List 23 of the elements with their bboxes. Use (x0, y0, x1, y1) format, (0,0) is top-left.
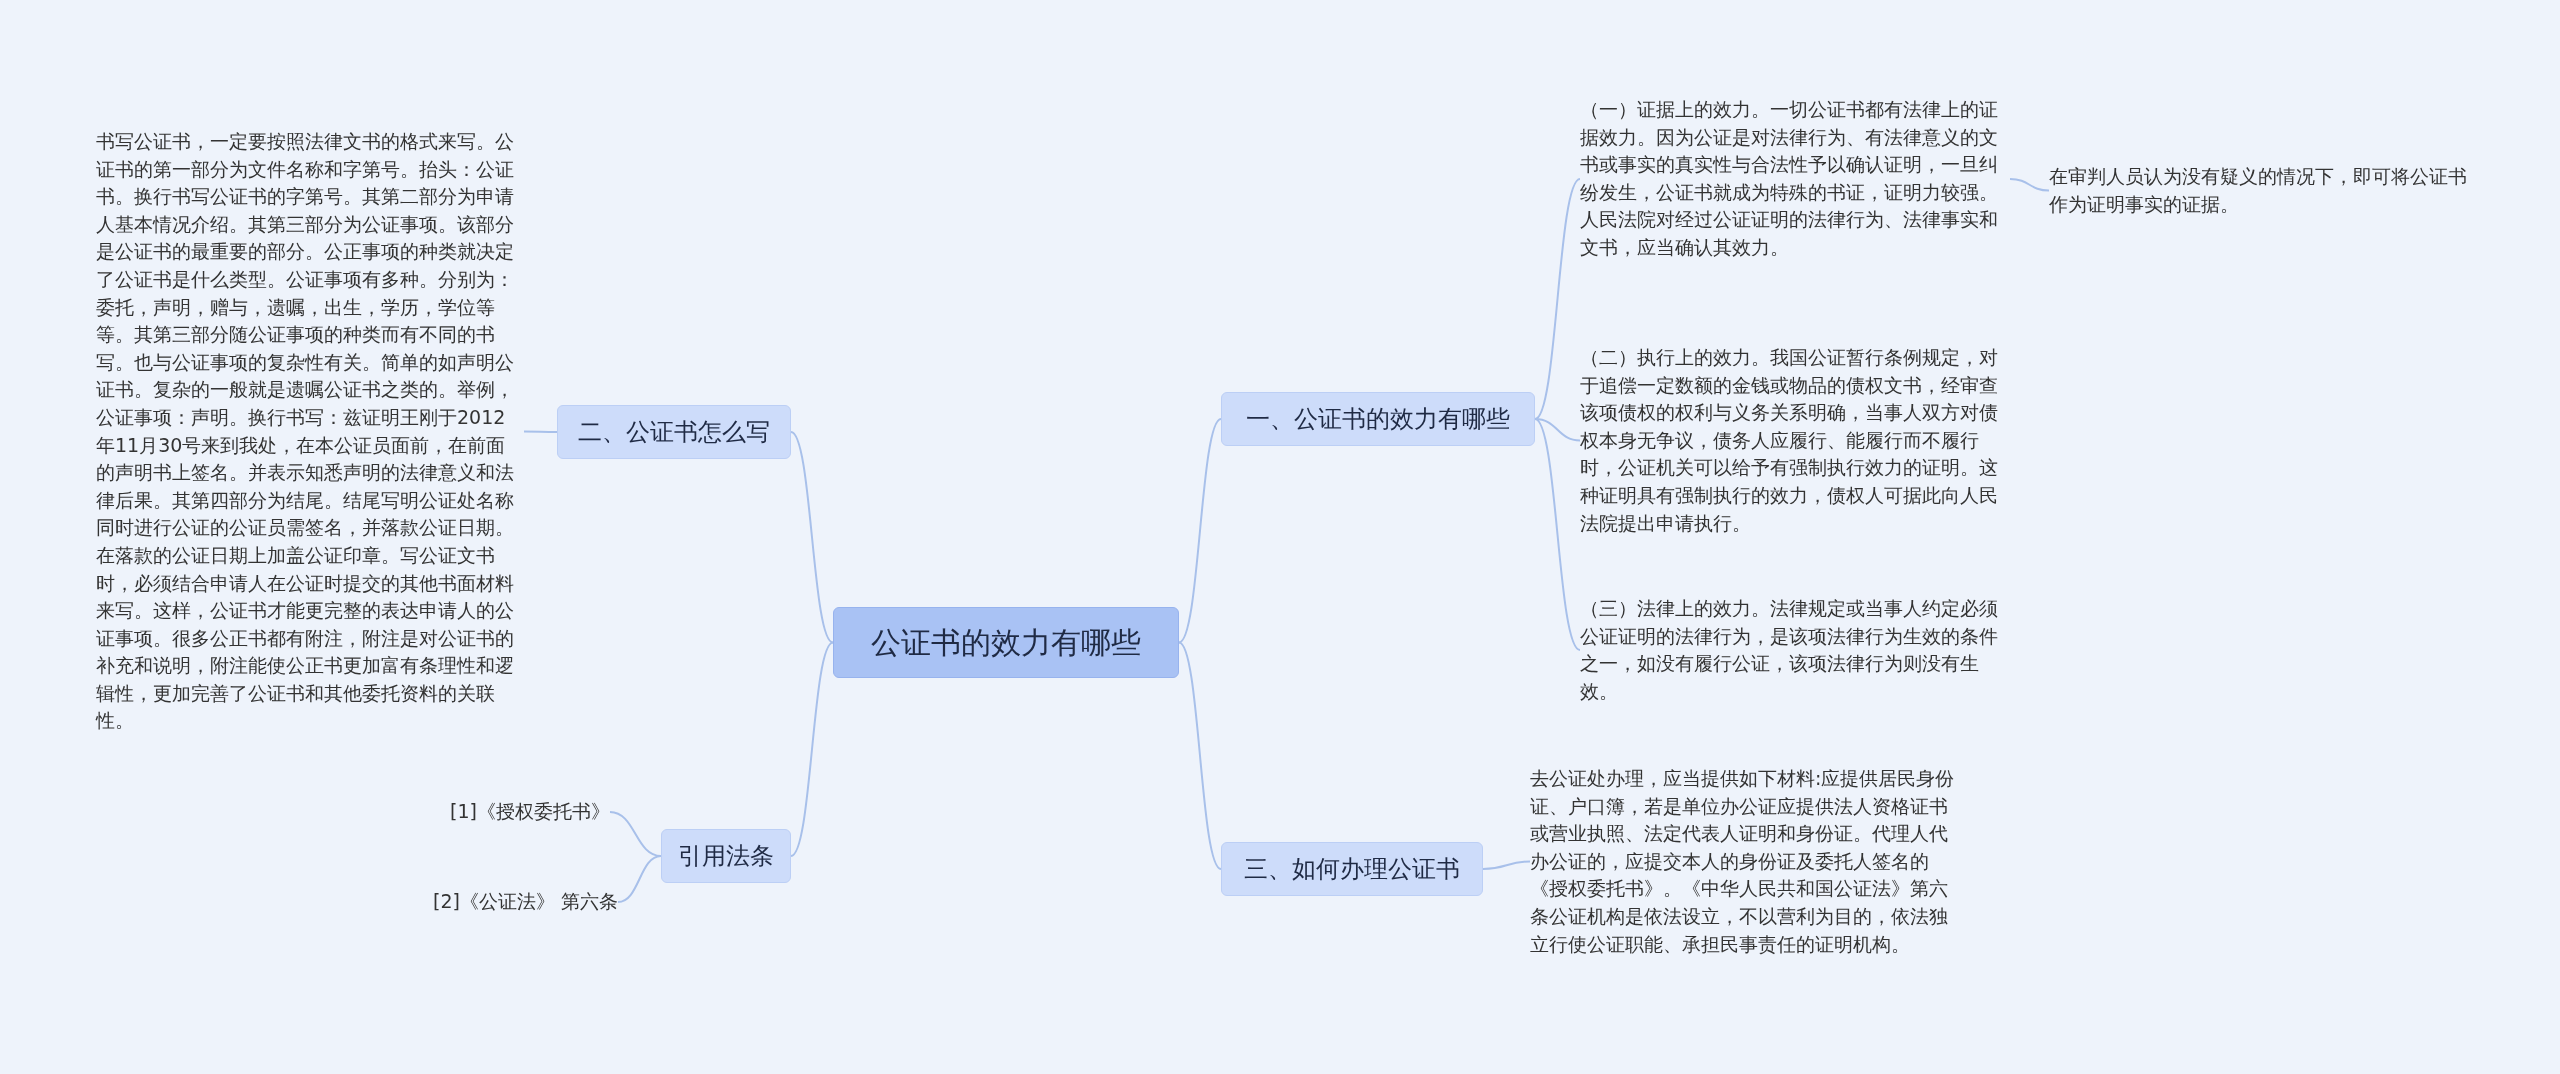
note-text: 书写公证书，一定要按照法律文书的格式来写。公证书的第一部分为文件名称和字第号。抬头：公证书。换行书写公证书的字第号。其第二部分为申请人基本情况介绍。其第三部分为公证事项。该部分是公证书的最重要的部分。公正事项的种类就决定了公证书是什么类型。公证事项有多种。分别为：委托，声明，赠与，遗嘱，出生，学历，学位等等。其第三部分随公证事项的种类而有不同的书写。也与公证事项的复杂性有关。简单的如声明公证书。复杂的一般就是遗嘱公证书之类的。举例，公证事项：声明。换行书写：兹证明王刚于2012年11月30号来到我处，在本公证员面前，在前面的声明书上签名。并表示知悉声明的法律意义和法律后果。其第四部分为结尾。结尾写明公证处名称同时进行公证的公证员需签名，并落款公证日期。在落款的公证日期上加盖公证印章。写公证文书时，必须结合申请人在公证时提交的其他书面材料来写。这样，公证书才能更完整的表达申请人的公证事项。很多公正书都有附注，附注是对公证书的补充和说明，附注能使公正书更加富有条理性和逻辑性，更加完善了公证书和其他委托资料的关联性。 (96, 128, 524, 736)
connector-line (1534, 178, 1581, 420)
topic-box: 三、如何办理公证书 (1221, 842, 1483, 896)
connector-line (523, 430, 558, 433)
note-text: [2]《公证法》 第六条 (400, 888, 618, 916)
connector-line (790, 431, 834, 644)
note-text: 在审判人员认为没有疑义的情况下，即可将公证书作为证明事实的证据。 (2049, 163, 2479, 219)
topic-box: 引用法条 (661, 829, 791, 883)
connector-line (1178, 641, 1222, 870)
note-text: [1]《授权委托书》 (420, 798, 610, 826)
connector-line (1534, 418, 1581, 651)
note-text: 去公证处办理，应当提供如下材料:应提供居民身份证、户口簿，若是单位办公证应提供法人资格证书或营业执照、法定代表人证明和身份证。代理人代办公证的，应提交本人的身份证及委托人签名的《授权委托书》。《中华人民共和国公证法》第六条公证机构是依法设立，不以营利为目的，依法独立行使公证职能、承担民事责任的证明机构。 (1530, 765, 1960, 959)
note-text: （一）证据上的效力。一切公证书都有法律上的证据效力。因为公证是对法律行为、有法律意义的文书或事实的真实性与合法性予以确认证明，一旦纠纷发生，公证书就成为特殊的书证，证明力较强。人民法院对经过公证证明的法律行为、法律事实和文书，应当确认其效力。 (1580, 96, 2010, 262)
topic-box: 二、公证书怎么写 (557, 405, 791, 459)
connector-line (1482, 860, 1531, 870)
note-text: （三）法律上的效力。法律规定或当事人约定必须公证证明的法律行为，是该项法律行为生效的条件之一，如没有履行公证，该项法律行为则没有生效。 (1580, 595, 2010, 706)
note-text: （二）执行上的效力。我国公证暂行条例规定，对于追偿一定数额的金钱或物品的债权文书，经审查该项债权的权利与义务关系明确，当事人双方对债权本身无争议，债务人应履行、能履行而不履行时，公证机关可以给予有强制执行效力的证明。这种证明具有强制执行的效力，债权人可据此向人民法院提出申请执行。 (1580, 344, 2010, 538)
topic-box: 一、公证书的效力有哪些 (1221, 392, 1535, 446)
connector-line (617, 855, 662, 903)
central-topic-box: 公证书的效力有哪些 (833, 607, 1179, 678)
connector-line (790, 641, 834, 857)
connector-line (1178, 418, 1222, 644)
connector-line (2009, 178, 2050, 192)
